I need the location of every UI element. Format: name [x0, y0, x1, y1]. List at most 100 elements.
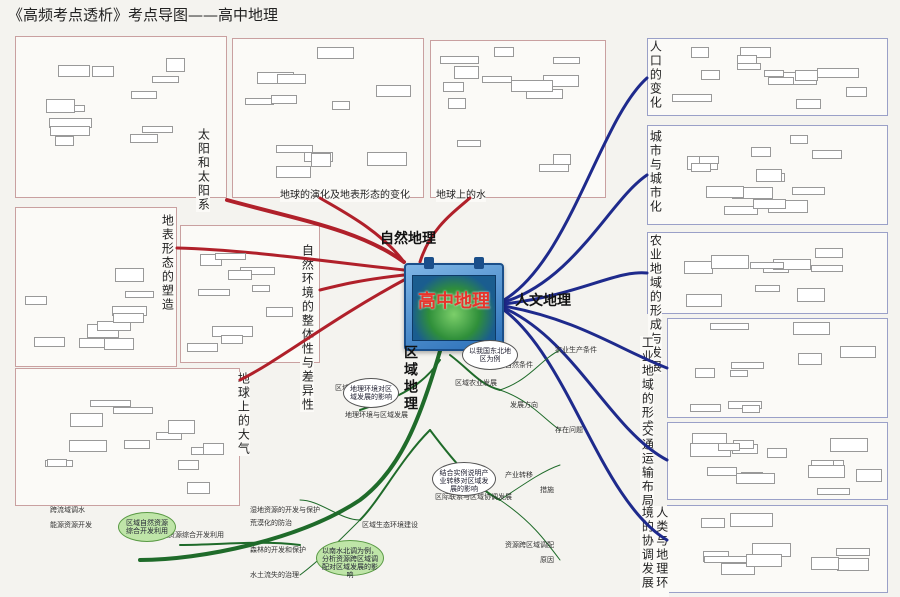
detail-node-box [440, 56, 479, 64]
detail-node-box [695, 368, 715, 378]
detail-node-box [130, 134, 158, 143]
detail-node-box [113, 313, 144, 323]
detail-node-box [115, 268, 144, 282]
detail-node-box [166, 58, 185, 72]
link-regional-resource [179, 541, 301, 546]
detail-node-box [376, 85, 411, 97]
detail-node-box [276, 145, 313, 153]
detail-node-box [457, 140, 481, 147]
detail-node-box [750, 262, 784, 269]
link-physical-integrity [318, 273, 406, 292]
detail-node-box [811, 557, 839, 570]
detail-node-box [690, 404, 721, 412]
panel-label-sun-earth: 太阳和太阳系 [196, 128, 211, 212]
detail-node-box [142, 126, 173, 133]
panel-label-urban: 城市与城市化 [648, 130, 663, 214]
node-soil: 水土流失的治理 [250, 571, 299, 579]
detail-node-box [198, 289, 230, 296]
detail-node-box [704, 556, 747, 563]
detail-node-box [751, 147, 771, 157]
node-wetland: 湿地资源的开发与保护 [250, 506, 320, 514]
node-env-dev: 地理环境与区域发展 [345, 411, 408, 419]
detail-node-box [266, 307, 293, 317]
node-energy: 能源资源开发 [50, 521, 92, 529]
page-title: 《高频考点透析》考点导图——高中地理 [8, 6, 279, 24]
node-region: 区域 [335, 384, 349, 392]
detail-node-box [753, 199, 786, 209]
detail-node-box [768, 77, 794, 85]
detail-node-box [856, 469, 882, 482]
branch-regional[interactable]: 区域地理 [402, 345, 418, 413]
node-development: 发展方向 [510, 401, 538, 409]
detail-node-box [277, 74, 306, 84]
link-regional-main [138, 349, 442, 562]
detail-node-box [125, 291, 154, 298]
hub-ring-left [424, 257, 434, 269]
detail-node-box [691, 163, 711, 172]
detail-node-box [92, 66, 114, 77]
hub-label: 高中地理 [418, 291, 490, 312]
panel-label-integrity: 自然环境的整体性与差异性 [300, 244, 315, 412]
detail-node-box [152, 76, 179, 83]
node-link: 区际联系与区域协调发展 [435, 493, 512, 501]
callout-northeast: 以我国东北地区为例 [462, 340, 518, 370]
detail-node-box [797, 288, 825, 302]
panel-sun-earth [15, 36, 227, 198]
link-human-industry [502, 304, 669, 370]
node-measures: 措施 [540, 486, 554, 494]
detail-node-box [746, 554, 782, 567]
callout-resource: 区域自然资源综合开发利用 [118, 512, 176, 542]
detail-node-box [701, 70, 720, 80]
branch-human[interactable]: 人文地理 [515, 293, 571, 309]
detail-node-box [47, 459, 67, 467]
detail-node-box [553, 57, 580, 64]
link-human-sustainable [502, 308, 669, 542]
detail-node-box [701, 518, 725, 528]
hub-card[interactable]: 高中地理 [404, 257, 504, 351]
node-agri: 区域农业发展 [455, 379, 497, 387]
link-physical-sun [225, 198, 406, 264]
detail-node-box [684, 261, 713, 274]
branch-physical[interactable]: 自然地理 [380, 231, 436, 247]
link-physical-water [418, 196, 472, 264]
detail-node-box [34, 337, 65, 347]
node-desert: 荒漠化的防治 [250, 519, 292, 527]
panel-label-water: 地球上的水 [436, 190, 486, 202]
detail-node-box [840, 346, 876, 358]
link-human-population [502, 76, 649, 302]
detail-node-box [731, 362, 764, 369]
detail-node-box [511, 80, 553, 92]
detail-node-box [443, 82, 464, 92]
detail-node-box [245, 98, 274, 105]
detail-node-box [178, 460, 199, 470]
detail-node-box [187, 482, 210, 494]
detail-node-box [764, 70, 784, 77]
detail-node-box [711, 255, 749, 269]
link-regional-agri [449, 354, 501, 391]
detail-node-box [707, 467, 737, 476]
detail-node-box [553, 154, 571, 165]
detail-node-box [482, 76, 512, 83]
node-resource: 区域自然资源综合开发利用 [140, 531, 224, 539]
detail-node-box [737, 63, 761, 70]
panel-label-earth-evolution: 地球的演化及地表形态的变化 [280, 190, 410, 202]
detail-node-box [837, 558, 869, 571]
detail-node-box [811, 265, 843, 272]
panel-label-atmosphere: 地球上的大气 [236, 372, 251, 456]
detail-node-box [90, 400, 131, 407]
link-physical-atmosphere [238, 278, 406, 382]
detail-node-box [252, 285, 270, 292]
detail-node-box [50, 126, 90, 136]
detail-node-box [817, 68, 859, 78]
detail-node-box [792, 187, 825, 195]
detail-node-box [454, 66, 479, 79]
detail-node-box [25, 296, 47, 305]
detail-node-box [55, 136, 74, 146]
callout-industry: 结合实例说明产业转移对区域发展的影响 [432, 462, 496, 496]
detail-node-box [539, 164, 569, 172]
detail-node-box [730, 513, 773, 527]
detail-node-box [672, 94, 712, 102]
detail-node-box [215, 253, 246, 260]
panel-label-landforms: 地表形态的塑造 [160, 214, 175, 312]
